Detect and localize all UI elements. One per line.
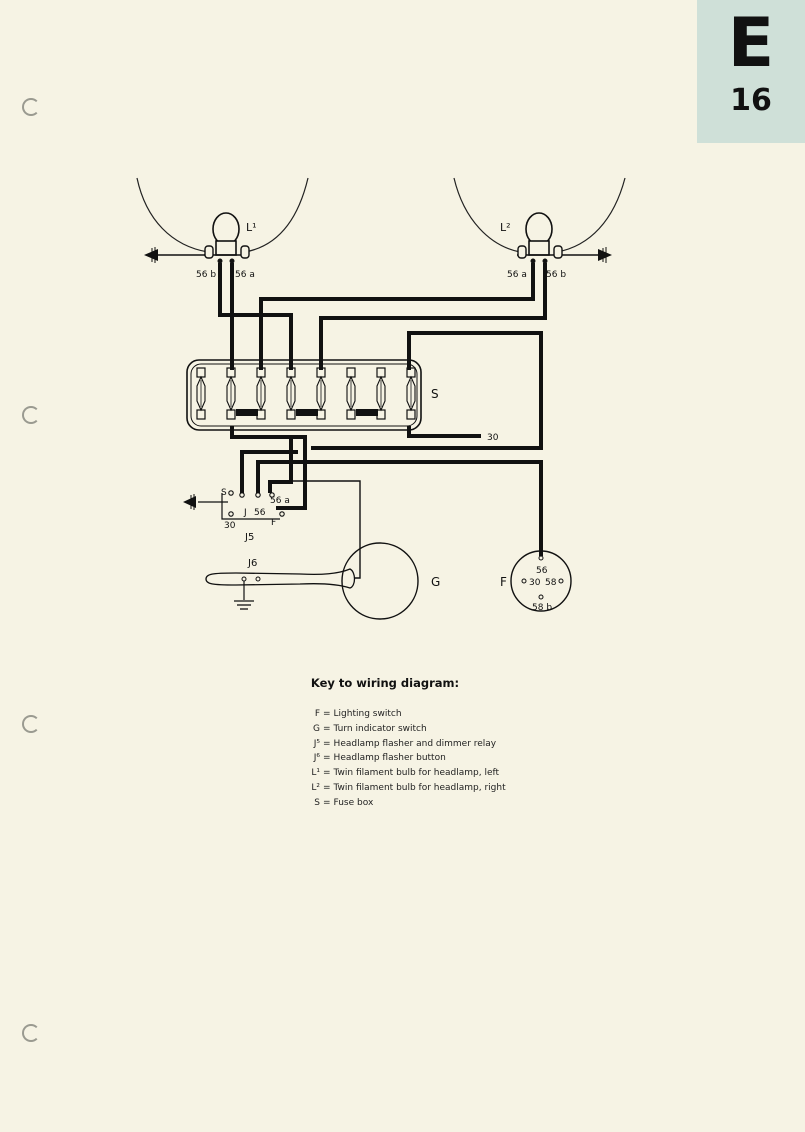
ground-arrow-icon (183, 494, 196, 510)
fuse (316, 367, 326, 420)
fuse (376, 367, 386, 420)
key-item-text: Headlamp flasher and dimmer relay (333, 738, 497, 749)
right-headlamp-reflector (453, 177, 521, 253)
section-letter: E (727, 4, 775, 83)
label-G: G (431, 575, 440, 589)
terminal-label: J (243, 508, 247, 518)
key-item-code: G (313, 723, 320, 734)
terminal-label: 30 (224, 521, 236, 531)
binder-hole (22, 715, 40, 733)
wiring-diagram: L¹ L² 56 b 56 a 56 a 56 b S 30 S J 56 56… (136, 177, 626, 620)
terminal-label: 58 (545, 578, 557, 588)
key-item-text: Lighting switch (333, 709, 402, 719)
section-tab: E 16 (697, 0, 805, 143)
key-item: J⁵=Headlamp flasher and dimmer relay (270, 737, 506, 752)
fuse (346, 367, 356, 420)
key-item-equals: = (323, 768, 331, 779)
key-title: Key to wiring diagram: (310, 676, 460, 690)
key-item-text: Fuse box (333, 797, 374, 808)
key-item-code: J⁶ (313, 753, 320, 764)
ground-arrow-icon (144, 247, 205, 263)
terminal-label: 58 b (532, 603, 552, 613)
label-J5: J5 (244, 532, 254, 543)
terminal-label: F (271, 518, 276, 528)
key-item: S=Fuse box (270, 796, 506, 811)
key-item-code: L² (311, 782, 320, 793)
key-item-text: Turn indicator switch (333, 723, 427, 734)
terminal-label: 56 a (235, 270, 255, 280)
dimmer-relay (198, 490, 285, 520)
fuse-box (186, 359, 422, 431)
terminal-label: 56 a (270, 496, 290, 506)
left-headlamp-reflector (136, 177, 209, 253)
label-F: F (500, 575, 507, 589)
key-item: J⁶=Headlamp flasher button (270, 751, 506, 766)
terminal-label: 30 (487, 433, 499, 443)
key-item: F=Lighting switch (270, 707, 506, 722)
key-item-code: L¹ (311, 768, 320, 779)
terminal-label: 56 b (196, 270, 216, 280)
key-item-equals: = (323, 797, 331, 808)
key-item-equals: = (323, 709, 331, 719)
turn-indicator-switch (341, 542, 419, 620)
label-L1: L¹ (246, 221, 257, 234)
right-headlamp-reflector (556, 177, 626, 253)
fuse (196, 367, 206, 420)
key-item-code: S (314, 797, 320, 808)
key-item: L²=Twin filament bulb for headlamp, righ… (270, 781, 506, 796)
left-headlamp-bulb-icon (204, 212, 250, 264)
terminal-label: 56 (254, 508, 266, 518)
terminal-label: 30 (529, 578, 541, 588)
key-item-code: F (314, 709, 320, 719)
ground-symbol-icon (234, 600, 254, 610)
wires (218, 263, 547, 556)
label-J6: J6 (247, 558, 257, 569)
key-item-equals: = (323, 753, 331, 764)
terminal-label: S (221, 488, 227, 498)
label-L2: L² (500, 221, 511, 234)
key-item-equals: = (323, 738, 331, 749)
key-item-text: Twin filament bulb for headlamp, left (333, 768, 500, 779)
binder-hole (22, 98, 40, 116)
key-item: G=Turn indicator switch (270, 722, 506, 737)
fuse (406, 367, 416, 420)
right-headlamp-bulb-icon (517, 212, 563, 264)
left-headlamp-reflector (244, 177, 309, 253)
terminal-label: 56 b (546, 270, 566, 280)
page-number: 16 (730, 83, 772, 118)
key-item-text: Headlamp flasher button (333, 753, 446, 764)
fuse (256, 367, 266, 420)
binder-hole (22, 406, 40, 424)
key-item-code: J⁵ (313, 738, 320, 749)
terminal-label: 56 (536, 566, 548, 576)
label-fuse-box: S (431, 387, 439, 401)
key-item-text: Twin filament bulb for headlamp, right (333, 782, 506, 793)
fuse (226, 367, 236, 420)
fuse (286, 367, 296, 420)
terminal-label: 56 a (507, 270, 527, 280)
key-item-equals: = (323, 782, 331, 793)
ground-arrow-icon (562, 247, 612, 263)
binder-hole (22, 1024, 40, 1042)
key-item-equals: = (323, 723, 331, 734)
key-item: L¹=Twin filament bulb for headlamp, left (270, 766, 506, 781)
flasher-button-lever (205, 568, 356, 600)
lighting-switch (510, 550, 572, 612)
